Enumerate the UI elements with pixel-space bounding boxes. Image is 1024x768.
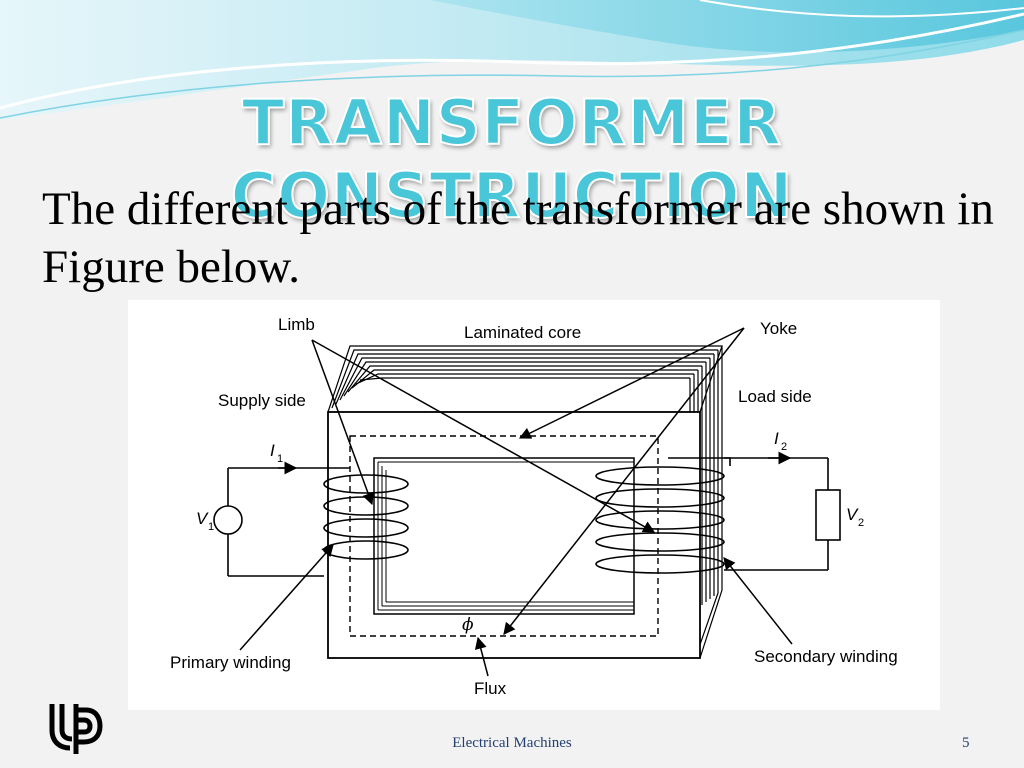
- header-wave-decoration: [0, 0, 1024, 120]
- label-load-side: Load side: [738, 387, 812, 406]
- label-flux-symbol: ϕ: [462, 615, 474, 635]
- primary-circuit: [213, 461, 298, 576]
- footer-course-name: Electrical Machines: [452, 735, 572, 751]
- slide-body-text: The different parts of the transformer a…: [42, 183, 994, 293]
- label-laminated-core: Laminated core: [464, 323, 581, 342]
- secondary-circuit: [768, 451, 841, 570]
- label-voltage-v2-subscript: 2: [858, 517, 864, 529]
- label-voltage-v1: V: [196, 509, 209, 528]
- label-arrows: [239, 327, 793, 677]
- transformer-figure: Limb Laminated core Yoke Supply side Loa…: [128, 300, 940, 710]
- page-number: 5: [962, 735, 970, 751]
- label-flux: Flux: [474, 679, 507, 698]
- label-primary-winding: Primary winding: [170, 653, 291, 672]
- label-current-i1: I: [270, 441, 275, 460]
- label-secondary-winding: Secondary winding: [754, 647, 898, 666]
- label-supply-side: Supply side: [218, 391, 306, 410]
- label-current-i2-subscript: 2: [781, 441, 787, 453]
- label-voltage-v1-subscript: 1: [208, 521, 214, 533]
- transformer-diagram: Limb Laminated core Yoke Supply side Loa…: [170, 315, 898, 698]
- slide-title: TRANSFORMER CONSTRUCTION: [230, 85, 794, 233]
- label-voltage-v2: V: [846, 505, 859, 524]
- up-logo-icon: [49, 704, 103, 754]
- label-limb: Limb: [278, 315, 315, 334]
- label-current-i2: I: [774, 429, 779, 448]
- label-yoke: Yoke: [760, 319, 797, 338]
- label-current-i1-subscript: 1: [277, 453, 283, 465]
